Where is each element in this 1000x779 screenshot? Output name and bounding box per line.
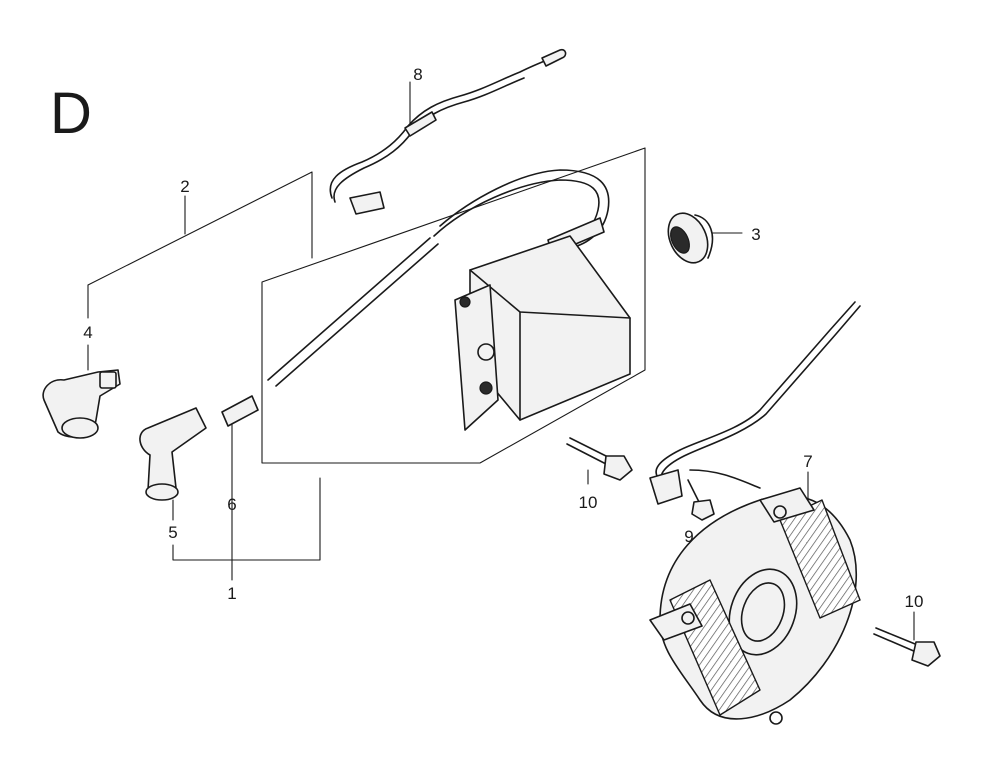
terminal-part-6	[221, 395, 259, 427]
screw-part-9	[687, 479, 715, 521]
callout-7: 7	[803, 452, 812, 471]
flange-bolt-part-10-upper	[566, 437, 633, 485]
bracket-part-2	[87, 171, 313, 319]
assembly-bracket-box	[261, 147, 646, 464]
rubber-boot-part-5	[139, 407, 207, 521]
bracket-part-1	[172, 419, 321, 581]
callout-6: 6	[227, 495, 236, 514]
wire-harness-part-8	[329, 48, 567, 215]
callout-5: 5	[168, 523, 177, 542]
callout-8: 8	[413, 65, 422, 84]
flange-bolt-part-10-lower	[873, 611, 941, 667]
callout-2: 2	[180, 177, 189, 196]
plug-cap-part-4	[42, 344, 121, 439]
callout-9: 9	[684, 527, 693, 546]
section-letter: D	[50, 81, 92, 146]
exciter-coil-part-7	[649, 301, 861, 725]
callout-10-upper: 10	[579, 493, 598, 512]
callout-10-lower: 10	[905, 592, 924, 611]
callout-1: 1	[227, 584, 236, 603]
callout-3: 3	[751, 225, 760, 244]
grommet-part-3	[667, 212, 743, 264]
ignition-coil	[267, 169, 631, 431]
callout-4: 4	[83, 323, 92, 342]
